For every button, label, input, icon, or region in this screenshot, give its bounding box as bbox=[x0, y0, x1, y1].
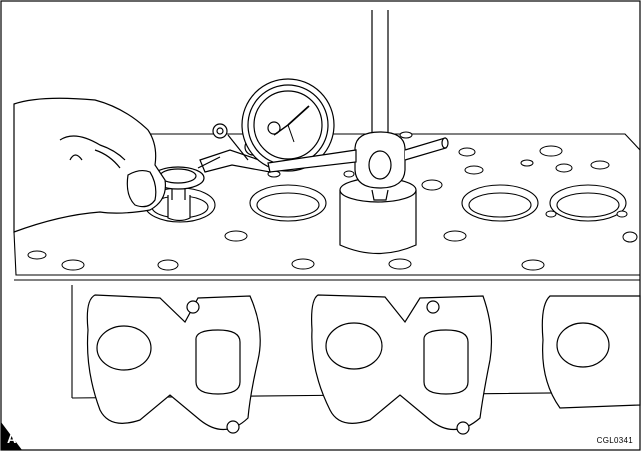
magnetic-stand bbox=[267, 10, 449, 254]
dial-indicator bbox=[197, 78, 335, 173]
corner-tag-shape bbox=[1, 422, 22, 450]
manifold-ports bbox=[86, 294, 641, 435]
deck-holes bbox=[27, 131, 638, 271]
figure-label: A bbox=[7, 431, 17, 446]
figure-code: CGL0341 bbox=[596, 436, 633, 445]
hand bbox=[13, 97, 167, 233]
